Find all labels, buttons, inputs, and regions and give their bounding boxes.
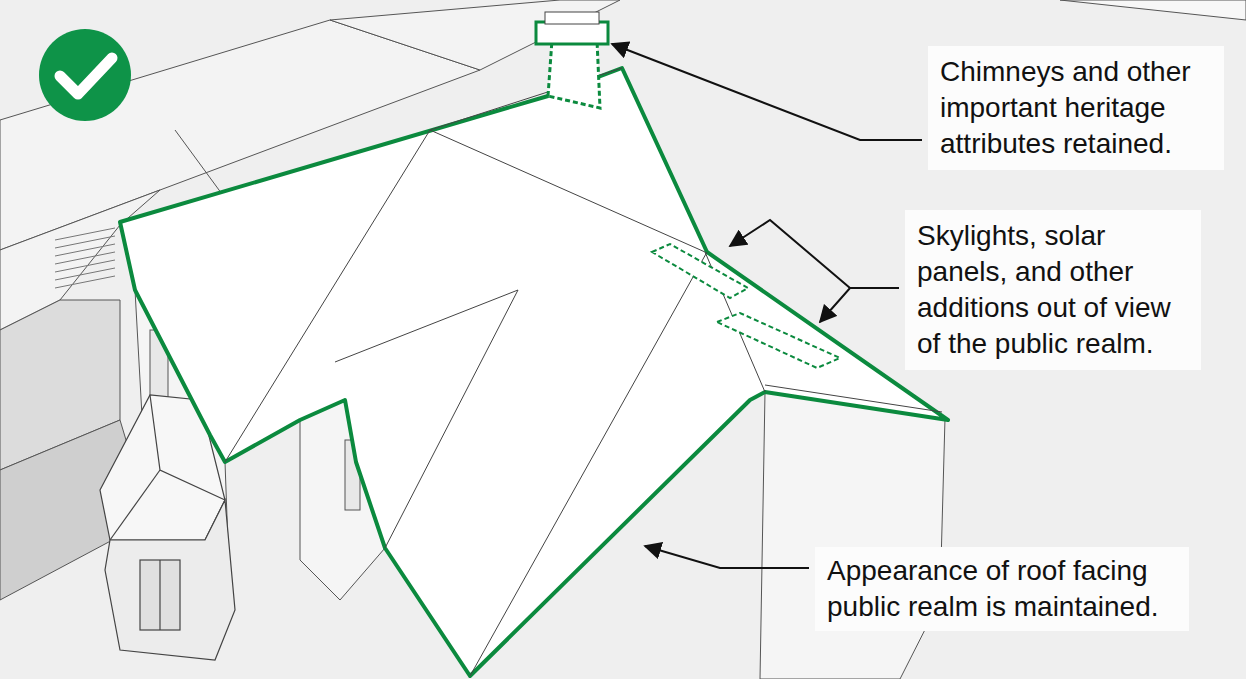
callout-text: Skylights, solar panels, and other addit… [917, 218, 1189, 362]
chimney [536, 12, 608, 108]
callout-box: Chimneys and other important heritage at… [928, 46, 1224, 170]
leader-lines [612, 44, 922, 568]
callout-box: Skylights, solar panels, and other addit… [905, 210, 1201, 370]
siding [55, 228, 115, 288]
callout-text: Chimneys and other important heritage at… [940, 54, 1212, 162]
skylights [652, 244, 840, 368]
callout-box: Appearance of roof facing public realm i… [815, 547, 1189, 631]
check-badge [39, 29, 131, 121]
callout-text: Appearance of roof facing public realm i… [827, 553, 1177, 625]
